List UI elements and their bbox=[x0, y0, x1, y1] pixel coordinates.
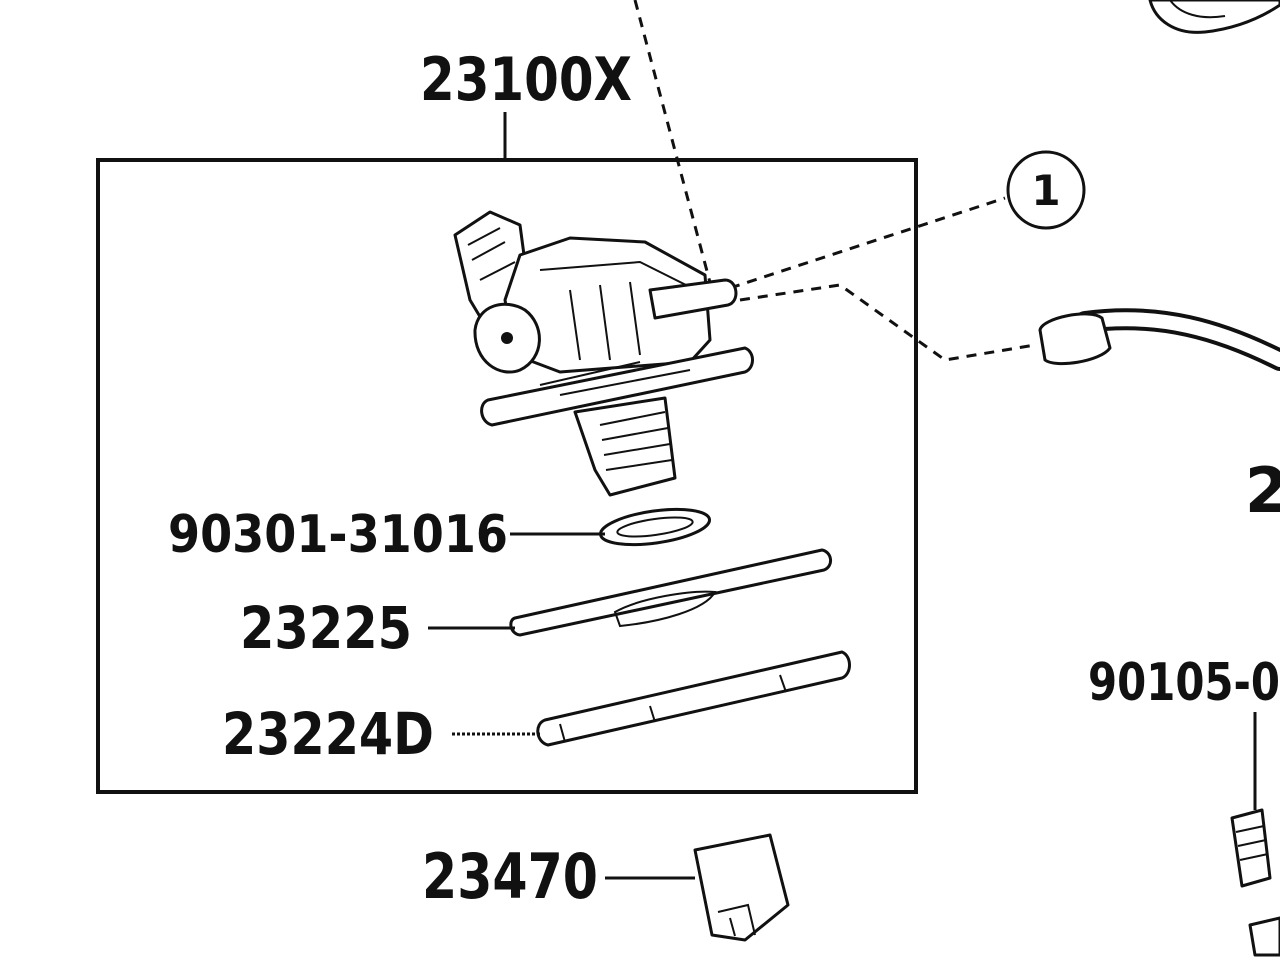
pipe-right-label: 2 bbox=[1245, 454, 1280, 527]
pump-connector-detail bbox=[467, 227, 516, 281]
gasket-label: 90301-31016 bbox=[168, 505, 508, 565]
insulator-opening bbox=[613, 590, 717, 628]
ref-marker-circle bbox=[1006, 150, 1086, 230]
ref-marker: 1 bbox=[1006, 150, 1086, 230]
cover-part-detail bbox=[717, 903, 756, 937]
assembly-box bbox=[96, 158, 918, 794]
pump-solenoid-dot bbox=[501, 332, 513, 344]
pump-flange bbox=[480, 346, 754, 427]
bolt-right-label: 90105-0 bbox=[1088, 653, 1280, 713]
pipe-fill bbox=[1078, 312, 1280, 367]
lifter-label: 23224D bbox=[222, 700, 434, 768]
cover-label: 23470 bbox=[422, 840, 598, 913]
dashed-line-pipe bbox=[739, 283, 1036, 362]
assembly-label: 23100X bbox=[420, 45, 632, 115]
bolt-right-thread bbox=[1235, 825, 1269, 861]
fuel-pump bbox=[453, 210, 754, 497]
dashed-line-ref bbox=[729, 196, 1006, 290]
dashed-line-top bbox=[633, 0, 714, 291]
pump-spring-coils bbox=[599, 411, 673, 471]
cover-part bbox=[693, 833, 790, 942]
top-right-part-detail bbox=[1169, 0, 1226, 19]
ref-marker-label: 1 bbox=[1031, 166, 1060, 215]
pipe-nut bbox=[1038, 312, 1112, 366]
pump-spring-housing bbox=[573, 396, 677, 497]
gasket-ring bbox=[598, 507, 712, 547]
bolt-right-base bbox=[1248, 916, 1280, 957]
bolt-right bbox=[1230, 808, 1272, 888]
pump-body-detail bbox=[539, 260, 701, 361]
lifter-bar bbox=[536, 650, 851, 747]
insulator-label: 23225 bbox=[240, 594, 412, 662]
lifter-detail bbox=[559, 674, 787, 743]
pump-flange-detail bbox=[539, 361, 691, 396]
pump-outlet bbox=[648, 278, 738, 320]
gasket-ring-inner bbox=[616, 516, 694, 538]
insulator-plate bbox=[509, 548, 832, 637]
